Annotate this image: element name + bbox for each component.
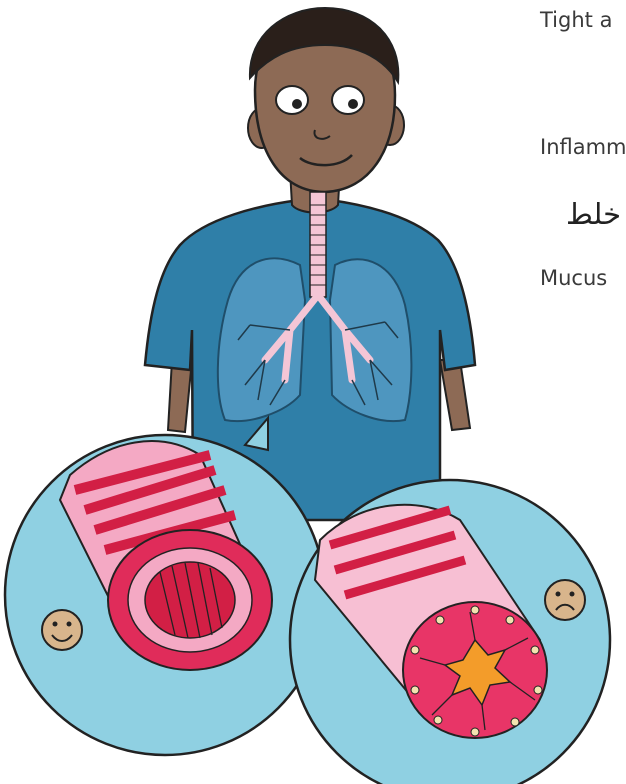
happy-face-icon xyxy=(42,610,82,650)
label-inflamed: Inflamm xyxy=(540,135,626,159)
head xyxy=(248,8,404,192)
label-tight-airways: Tight a xyxy=(540,8,612,32)
label-mucus: Mucus xyxy=(540,266,607,290)
inflamed-airway-bubble xyxy=(290,480,610,784)
right-eye xyxy=(332,86,364,114)
sad-face-icon xyxy=(545,580,585,620)
left-eye xyxy=(276,86,308,114)
label-arabic-fragment: خلط xyxy=(566,197,621,231)
